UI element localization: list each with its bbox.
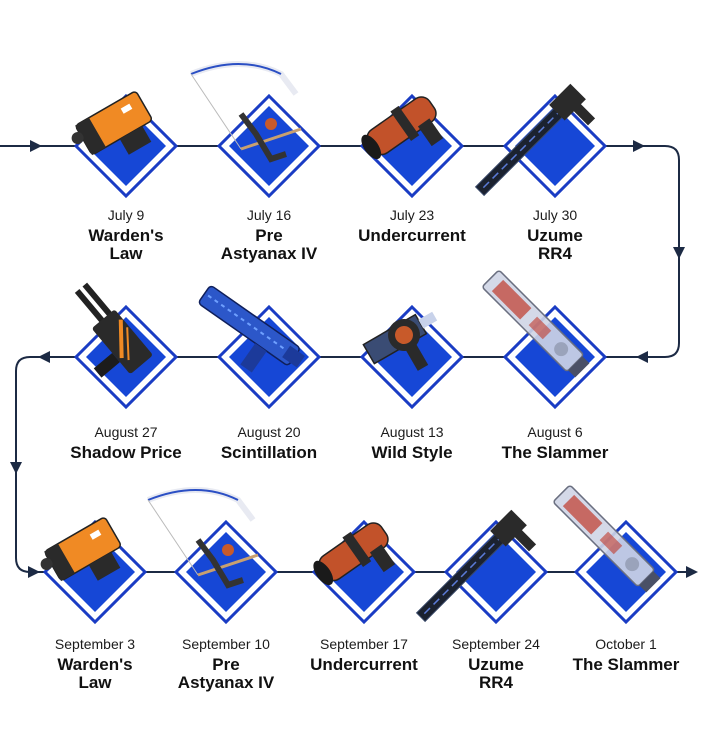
timeline-entry: September 17 Undercurrent [284, 636, 444, 674]
arrow-right-icon [28, 566, 40, 578]
orange-launcher-icon [40, 517, 148, 625]
arrow-down-icon [673, 247, 685, 259]
entry-date: August 13 [380, 424, 444, 440]
entry-date: September 10 [182, 636, 270, 652]
weapon-name: Pre Astyanax IV [177, 655, 275, 692]
timeline-entry: July 16 Pre Astyanax IV [189, 207, 349, 263]
clear-sword-icon [482, 270, 608, 410]
arrow-right-icon [30, 140, 42, 152]
entry-date: September 17 [320, 636, 408, 652]
entry-date: July 30 [532, 207, 578, 223]
entry-date: July 9 [107, 207, 145, 223]
timeline-entry: September 24 Uzume RR4 [416, 636, 576, 692]
weapon-diamond-sniper [415, 507, 561, 637]
weapon-name: Warden's Law [88, 226, 164, 263]
weapon-diamond-orange-launcher [61, 81, 191, 211]
timeline-entry: August 20 Scintillation [189, 424, 349, 462]
timeline-entry: October 1 The Slammer [546, 636, 704, 674]
sniper-icon [474, 83, 608, 199]
entry-date: July 16 [246, 207, 292, 223]
entry-date: August 27 [94, 424, 158, 440]
entry-date: October 1 [595, 636, 657, 652]
weapon-name: Warden's Law [57, 655, 133, 692]
sniper-icon [415, 509, 549, 625]
timeline-entry: July 9 Warden's Law [46, 207, 206, 263]
arrow-left-icon [636, 351, 648, 363]
weapon-name: Wild Style [371, 443, 453, 462]
entry-date: September 24 [452, 636, 540, 652]
timeline-entry: August 13 Wild Style [332, 424, 492, 462]
timeline-entry: September 10 Pre Astyanax IV [146, 636, 306, 692]
weapon-name: Scintillation [220, 443, 318, 462]
entry-date: September 3 [54, 636, 136, 652]
arrow-right-icon [633, 140, 645, 152]
entry-date: August 6 [527, 424, 583, 440]
weapon-diamond-sniper [474, 81, 620, 211]
weapon-name: Uzume RR4 [468, 655, 524, 692]
clear-sword-icon [553, 485, 679, 625]
timeline-entry: August 27 Shadow Price [46, 424, 206, 462]
weapon-name: Shadow Price [70, 443, 182, 462]
orange-launcher-icon [71, 91, 179, 199]
arrow-left-icon [38, 351, 50, 363]
weapon-diamond-grenade-launcher [347, 292, 477, 422]
weapon-diamond-bow [146, 487, 291, 637]
weapon-diamond-orange-launcher [30, 507, 160, 637]
weapon-name: Uzume RR4 [527, 226, 583, 263]
weapon-diamond-orange-cannon [347, 81, 477, 211]
weapon-name: The Slammer [501, 443, 609, 462]
weapon-name: Undercurrent [310, 655, 418, 674]
timeline-entry: July 30 Uzume RR4 [475, 207, 635, 263]
weapon-diamond-orange-cannon [299, 507, 429, 637]
arrow-right-icon [686, 566, 698, 578]
arrow-down-icon [10, 462, 22, 474]
blue-rifle-icon [198, 285, 322, 410]
timeline-entry: September 3 Warden's Law [15, 636, 175, 692]
bow-icon [189, 61, 322, 199]
timeline-entry: July 23 Undercurrent [332, 207, 492, 245]
weapon-diamond-bow [189, 61, 334, 211]
weapon-name: Pre Astyanax IV [220, 226, 318, 263]
weapon-name: The Slammer [572, 655, 680, 674]
weapon-diamond-clear-sword [553, 485, 691, 637]
weapon-diamond-blue-rifle [198, 285, 334, 422]
orange-cannon-icon [359, 93, 465, 199]
orange-cannon-icon [311, 519, 417, 625]
weapon-diamond-clear-sword [482, 270, 620, 422]
smg-icon [73, 282, 179, 410]
weapon-name: Undercurrent [358, 226, 466, 245]
weapon-diamond-smg [61, 282, 191, 422]
entry-date: July 23 [389, 207, 435, 223]
timeline-entry: August 6 The Slammer [475, 424, 635, 462]
grenade-launcher-icon [359, 304, 465, 410]
entry-date: August 20 [237, 424, 301, 440]
bow-icon [146, 487, 279, 625]
